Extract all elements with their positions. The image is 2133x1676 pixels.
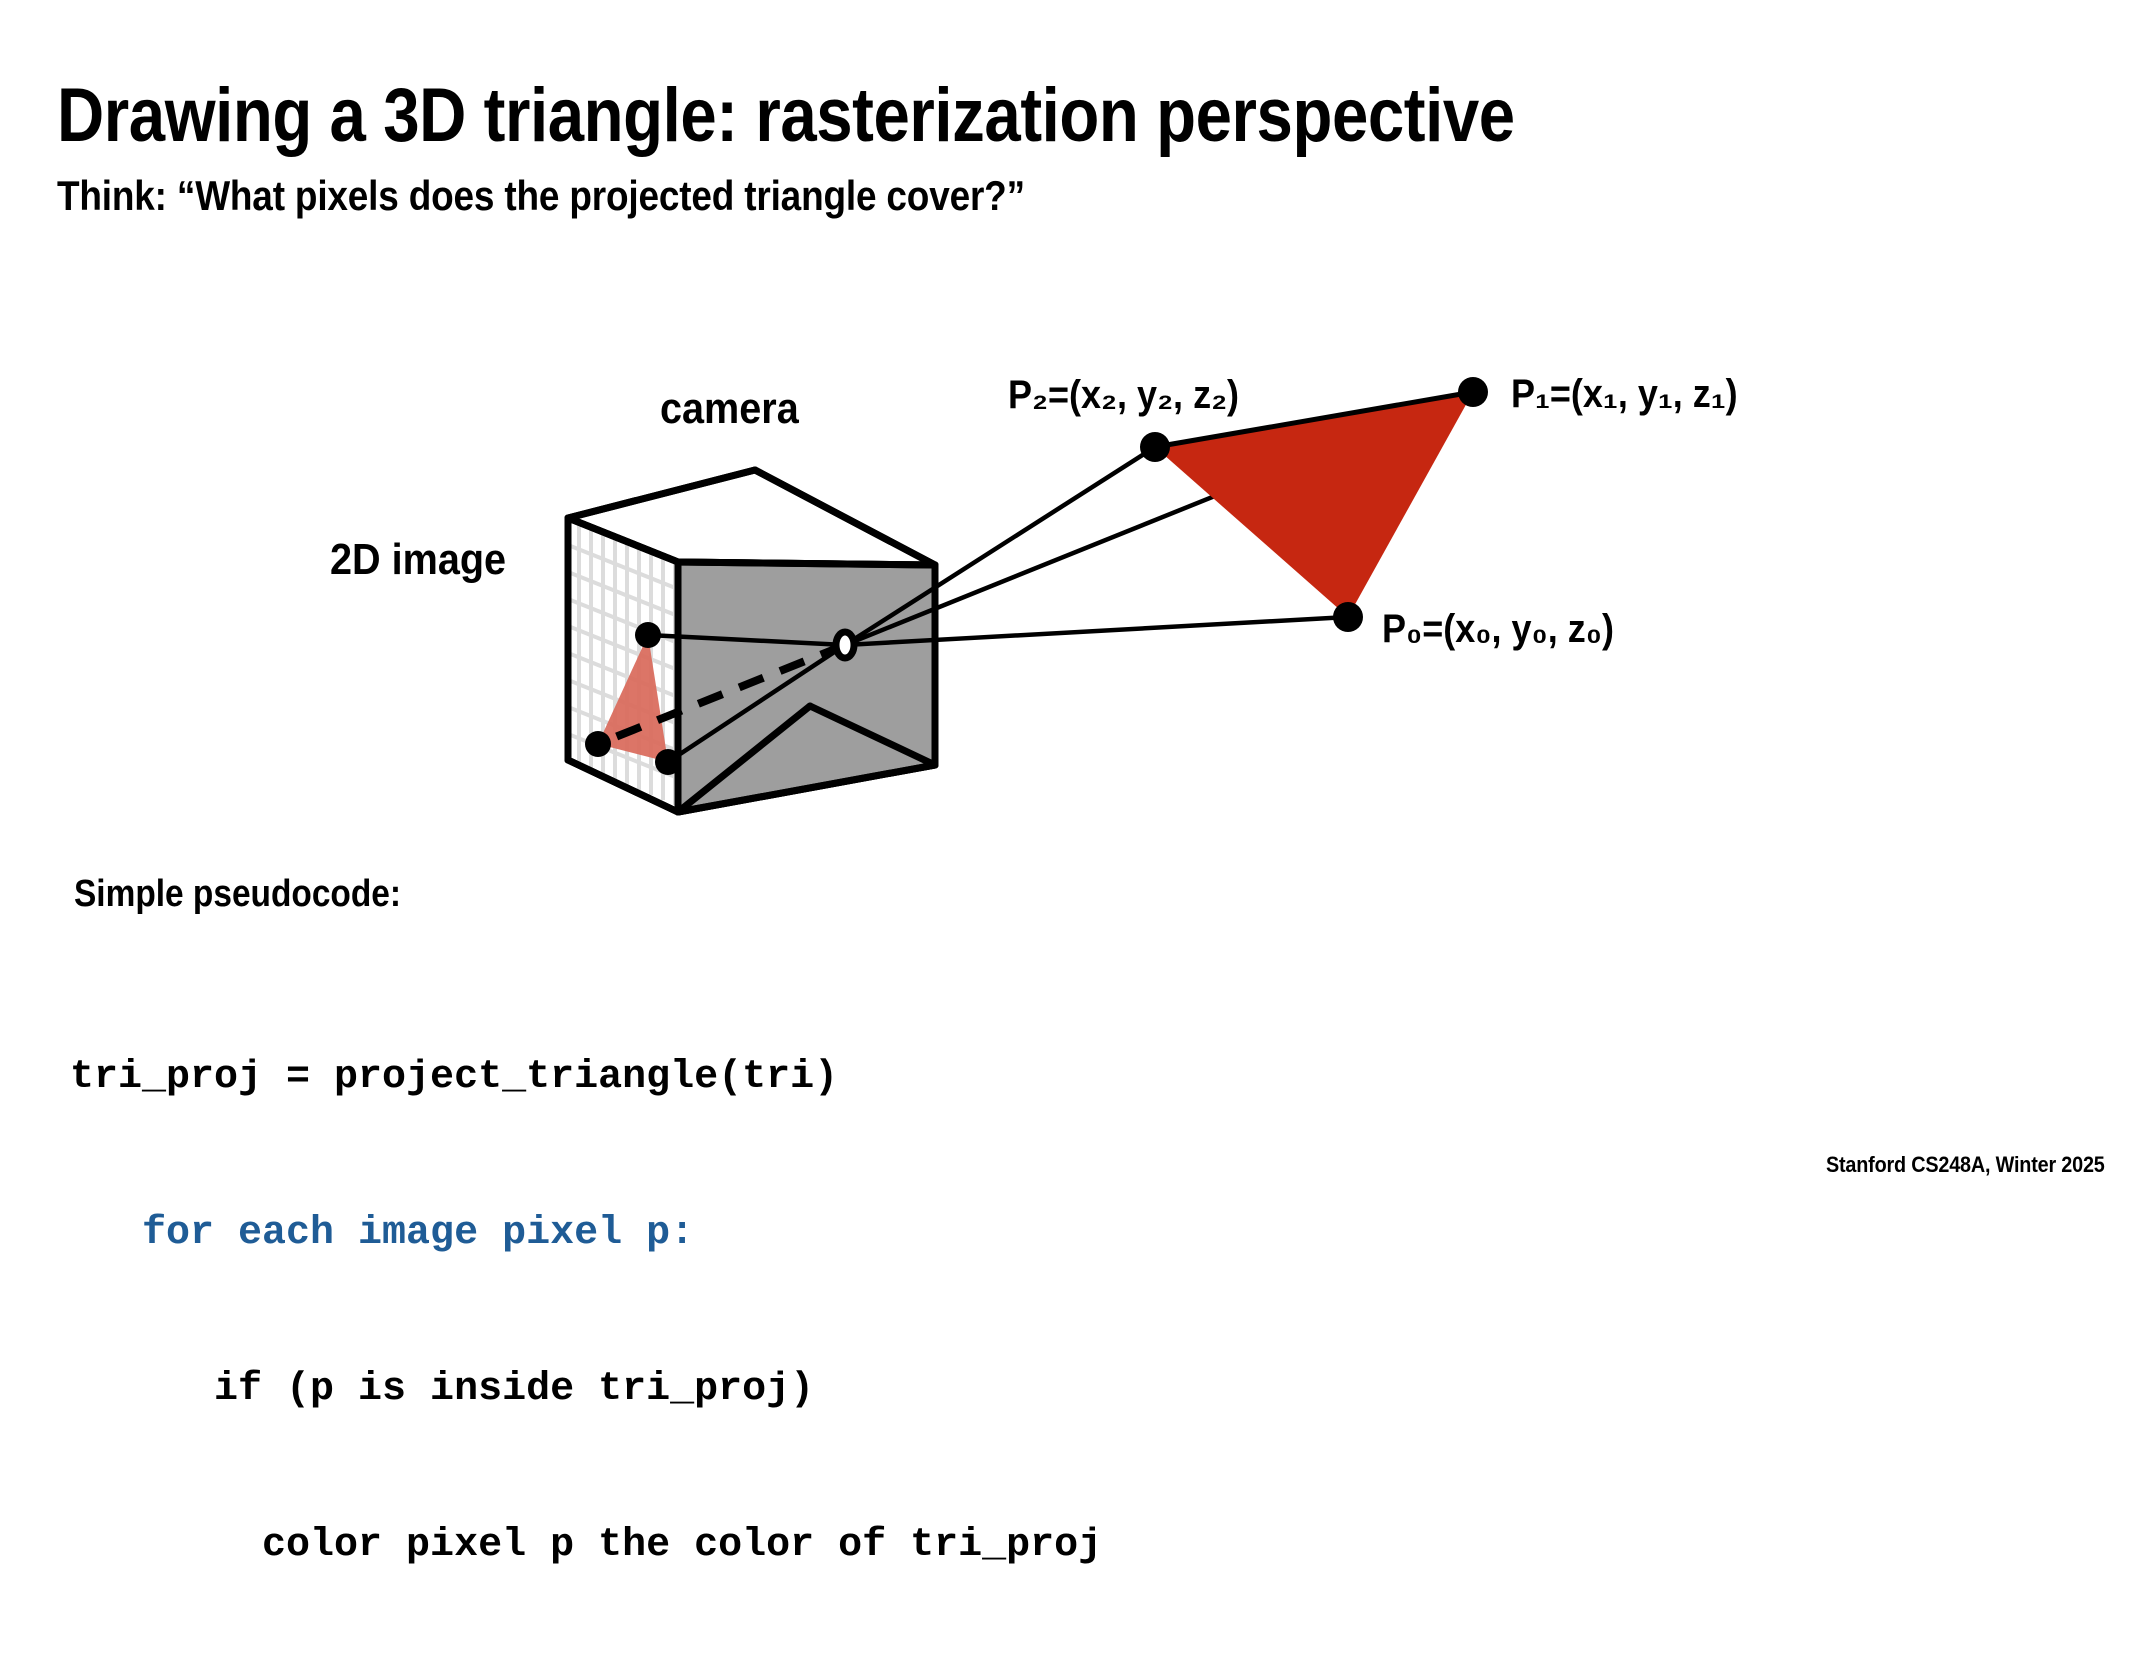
projection-rays	[596, 389, 1474, 764]
ray-p1-image-dashed	[596, 641, 847, 748]
vertex-p2-dot	[1140, 432, 1170, 462]
ray-p2-image	[666, 643, 847, 764]
vertex-p0-dot	[1333, 602, 1363, 632]
pseudocode-block: tri_proj = project_triangle(tri) for eac…	[70, 948, 1102, 1676]
label-vertex-p0: P₀=(x₀, y₀, z₀)	[1382, 607, 1614, 651]
code-line-2: for each image pixel p:	[70, 1211, 695, 1256]
projected-vertex-dots	[585, 622, 681, 775]
camera-aperture-face	[674, 558, 939, 816]
pinhole-aperture	[832, 628, 858, 662]
ray-p0-image	[647, 632, 846, 648]
slide-root: Drawing a 3D triangle: rasterization per…	[57, 72, 2106, 1568]
camera-box-edges	[564, 466, 939, 816]
image-plane-outline	[564, 514, 682, 816]
page-title: Drawing a 3D triangle: rasterization per…	[57, 72, 1515, 158]
camera-bottom-face	[564, 702, 939, 816]
slide-footer: Stanford CS248A, Winter 2025	[1826, 1152, 2105, 1177]
ray-p0	[844, 614, 1349, 648]
slide-subtitle: Think: “What pixels does the projected t…	[57, 172, 1025, 219]
image-plane-grid	[568, 522, 678, 805]
code-line-4: color pixel p the color of tri_proj	[70, 1523, 1103, 1568]
label-vertex-p1: P₁=(x₁, y₁, z₁)	[1511, 372, 1738, 416]
vertex-p1-dot	[1458, 377, 1488, 407]
projected-point-b	[585, 731, 611, 757]
triangle-3d	[1155, 392, 1473, 617]
label-camera: camera	[660, 384, 799, 433]
ray-p2	[843, 445, 1157, 647]
code-line-1: tri_proj = project_triangle(tri)	[70, 1055, 839, 1100]
label-2d-image: 2D image	[330, 535, 507, 584]
projected-point-a	[635, 622, 661, 648]
pseudocode-heading: Simple pseudocode:	[74, 873, 402, 915]
image-plane-face	[568, 518, 678, 812]
projected-point-c	[655, 749, 681, 775]
camera-top-face	[564, 466, 939, 569]
code-line-3: if (p is inside tri_proj)	[70, 1367, 815, 1412]
ray-p1	[844, 389, 1474, 648]
projected-triangle	[598, 635, 668, 762]
label-vertex-p2: P₂=(x₂, y₂, z₂)	[1008, 373, 1240, 417]
